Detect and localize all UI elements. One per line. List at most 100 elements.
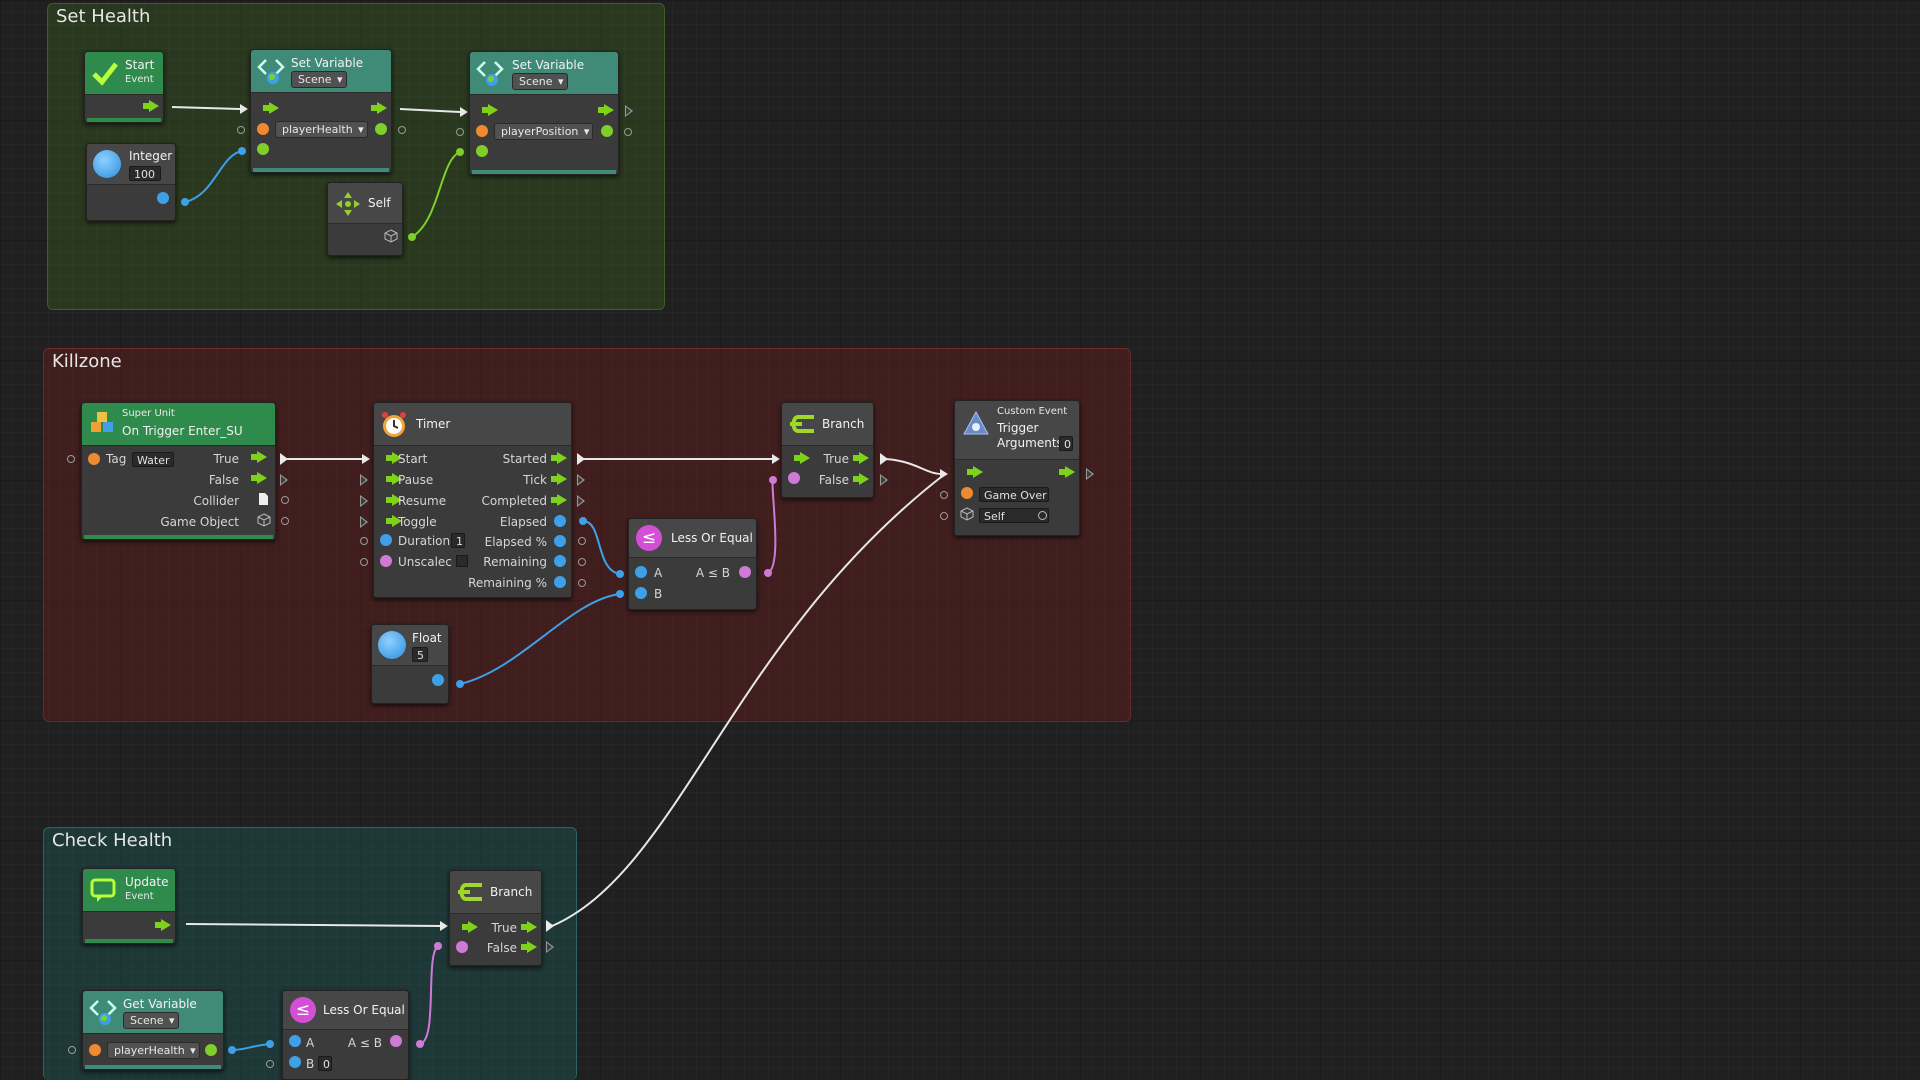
flow-output-port[interactable] [143, 100, 159, 112]
tick-flow-output[interactable] [551, 473, 567, 485]
unscaled-input-port[interactable] [380, 555, 392, 567]
tag-input-port[interactable] [88, 453, 100, 465]
completed-flow-output[interactable] [551, 494, 567, 506]
duration-input-port[interactable] [380, 534, 392, 546]
variable-name-port[interactable] [476, 125, 488, 137]
unconnected-flow-output[interactable] [880, 474, 888, 486]
value-input-port[interactable] [257, 143, 269, 155]
variable-name-port[interactable] [89, 1044, 101, 1056]
flow-output-port[interactable] [155, 919, 171, 931]
resume-flow-input[interactable] [386, 494, 402, 506]
unconnected-port[interactable] [940, 512, 948, 520]
flow-output-port[interactable] [598, 104, 614, 116]
duration-value-field[interactable]: 1 [451, 533, 465, 548]
scope-dropdown[interactable]: Scene [512, 73, 568, 90]
flow-input-port[interactable] [794, 452, 810, 464]
true-flow-connector[interactable] [880, 453, 888, 465]
get-variable-node[interactable]: Get Variable Scene playerHealth [82, 990, 224, 1070]
a-input-port[interactable] [635, 566, 647, 578]
event-target-field[interactable]: Self [979, 508, 1049, 523]
timer-node[interactable]: Timer Start Pause Resume Toggle Duration… [373, 402, 572, 598]
value-output-port[interactable] [375, 123, 387, 135]
unconnected-flow-input[interactable] [360, 495, 368, 507]
unconnected-flow-output[interactable] [280, 474, 288, 486]
elapsed-percent-output-port[interactable] [554, 535, 566, 547]
a-input-port[interactable] [289, 1035, 301, 1047]
variable-name-port[interactable] [257, 123, 269, 135]
unconnected-flow-output[interactable] [1086, 468, 1094, 480]
variable-name-dropdown[interactable]: playerHealth [107, 1042, 200, 1059]
integer-literal-node[interactable]: Integer 100 [86, 143, 176, 221]
false-flow-output[interactable] [853, 473, 869, 485]
elapsed-output-port[interactable] [554, 515, 566, 527]
unconnected-port[interactable] [360, 558, 368, 566]
unconnected-port[interactable] [281, 496, 289, 504]
true-flow-output[interactable] [251, 451, 267, 463]
true-flow-connector[interactable] [546, 920, 554, 932]
unconnected-port[interactable] [67, 455, 75, 463]
self-node[interactable]: Self [327, 182, 403, 256]
update-event-node[interactable]: Update Event [82, 868, 176, 944]
variable-name-dropdown[interactable]: playerHealth [275, 121, 368, 138]
unconnected-port[interactable] [281, 517, 289, 525]
scope-dropdown[interactable]: Scene [123, 1012, 179, 1029]
integer-value-field[interactable]: 100 [129, 166, 161, 181]
started-flow-output[interactable] [551, 452, 567, 464]
flow-output-port[interactable] [1059, 466, 1075, 478]
branch-node[interactable]: Branch True False [781, 402, 874, 498]
flow-input-port[interactable] [263, 102, 279, 114]
result-output-port[interactable] [390, 1035, 402, 1047]
value-output-port[interactable] [205, 1044, 217, 1056]
custom-event-trigger-node[interactable]: Custom Event Trigger Arguments 0 Game Ov… [954, 400, 1080, 536]
flow-input-port[interactable] [462, 921, 478, 933]
started-flow-connector[interactable] [577, 453, 585, 465]
set-variable-position-node[interactable]: Set Variable Scene playerPosition [469, 51, 619, 175]
flow-input-port[interactable] [967, 466, 983, 478]
unconnected-port[interactable] [624, 128, 632, 136]
event-name-port[interactable] [961, 487, 973, 499]
value-input-port[interactable] [476, 145, 488, 157]
unconnected-port[interactable] [578, 579, 586, 587]
unconnected-flow-output[interactable] [577, 495, 585, 507]
less-or-equal-node[interactable]: ≤ Less Or Equal A B 0 A ≤ B [282, 990, 409, 1080]
result-output-port[interactable] [739, 566, 751, 578]
unconnected-port[interactable] [360, 537, 368, 545]
unconnected-port[interactable] [456, 128, 464, 136]
true-flow-connector[interactable] [280, 453, 288, 465]
unconnected-port[interactable] [398, 126, 406, 134]
unconnected-flow-input[interactable] [360, 516, 368, 528]
unscaled-checkbox[interactable] [456, 555, 468, 567]
unconnected-flow-output[interactable] [577, 474, 585, 486]
arguments-count-field[interactable]: 0 [1059, 436, 1073, 451]
integer-output-port[interactable] [157, 192, 169, 204]
pause-flow-input[interactable] [386, 473, 402, 485]
start-flow-input[interactable] [386, 452, 402, 464]
scope-dropdown[interactable]: Scene [291, 71, 347, 88]
start-event-node[interactable]: Start Event [84, 51, 164, 123]
variable-name-dropdown[interactable]: playerPosition [494, 123, 594, 140]
tag-value-field[interactable]: Water [132, 452, 174, 467]
less-or-equal-node[interactable]: ≤ Less Or Equal A B A ≤ B [628, 518, 757, 610]
remaining-percent-output-port[interactable] [554, 576, 566, 588]
false-flow-output[interactable] [251, 472, 267, 484]
branch-node[interactable]: Branch True False [449, 870, 542, 966]
float-value-field[interactable]: 5 [412, 647, 428, 662]
unconnected-flow-output[interactable] [625, 105, 633, 117]
set-variable-health-node[interactable]: Set Variable Scene playerHealth [250, 49, 392, 173]
b-value-field[interactable]: 0 [318, 1056, 332, 1071]
super-unit-node[interactable]: Super Unit On Trigger Enter_SU Tag Water… [81, 402, 276, 540]
condition-input-port[interactable] [788, 472, 800, 484]
remaining-output-port[interactable] [554, 555, 566, 567]
false-flow-output[interactable] [521, 941, 537, 953]
toggle-flow-input[interactable] [386, 515, 402, 527]
unconnected-port[interactable] [266, 1060, 274, 1068]
float-literal-node[interactable]: Float 5 [371, 624, 449, 704]
b-input-port[interactable] [635, 587, 647, 599]
event-name-field[interactable]: Game Over [979, 487, 1049, 502]
unconnected-port[interactable] [237, 126, 245, 134]
condition-input-port[interactable] [456, 941, 468, 953]
flow-output-port[interactable] [371, 102, 387, 114]
value-output-port[interactable] [601, 125, 613, 137]
unconnected-port[interactable] [578, 537, 586, 545]
true-flow-output[interactable] [853, 452, 869, 464]
